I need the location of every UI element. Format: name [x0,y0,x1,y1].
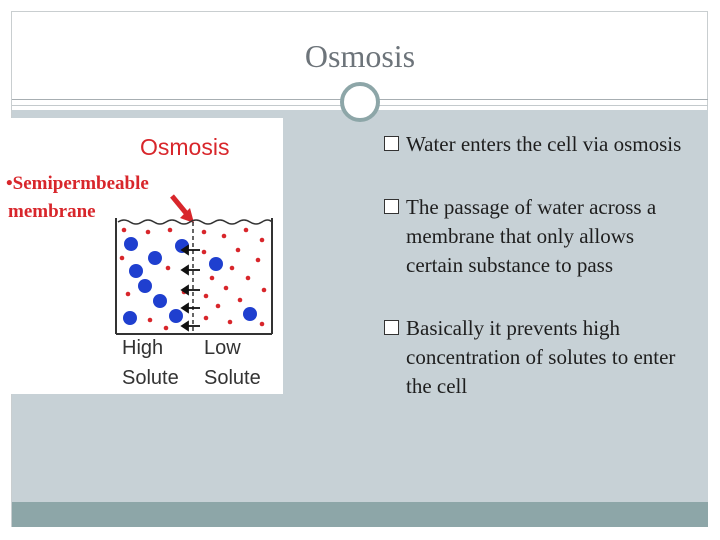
left-label-line2: Solute [122,367,179,389]
osmosis-illustration: Osmosis •Semipermbeable membrane [6,134,273,389]
beaker [115,218,273,335]
decorative-circle-icon [340,82,380,122]
checkbox-bullet-icon [384,199,399,214]
bullet-list: Water enters the cell via osmosis The pa… [384,130,694,435]
solute-particles [123,237,257,325]
membrane-label-line1: •Semipermbeable [6,173,149,194]
left-label-line1: High [122,337,163,359]
bullet-text: Basically it prevents high concentration… [406,316,676,398]
membrane-pointer-arrow [170,194,194,223]
checkbox-bullet-icon [384,320,399,335]
flow-arrows [180,244,200,332]
bullet-item: Basically it prevents high concentration… [384,314,694,401]
bullet-item: The passage of water across a membrane t… [384,193,694,280]
right-label-line2: Solute [204,367,261,389]
checkbox-bullet-icon [384,136,399,151]
bullet-text: The passage of water across a membrane t… [406,195,657,277]
footer-bar [12,502,708,527]
bullet-item: Water enters the cell via osmosis [384,130,694,159]
bullet-text: Water enters the cell via osmosis [406,132,682,156]
right-label-line1: Low [204,337,241,359]
diagram-heading: Osmosis [140,134,229,160]
water-molecules [119,227,267,331]
slide-title: Osmosis [304,38,416,74]
membrane-label-line2: membrane [8,201,96,222]
osmosis-diagram: Osmosis •Semipermbeable membrane [0,118,283,394]
